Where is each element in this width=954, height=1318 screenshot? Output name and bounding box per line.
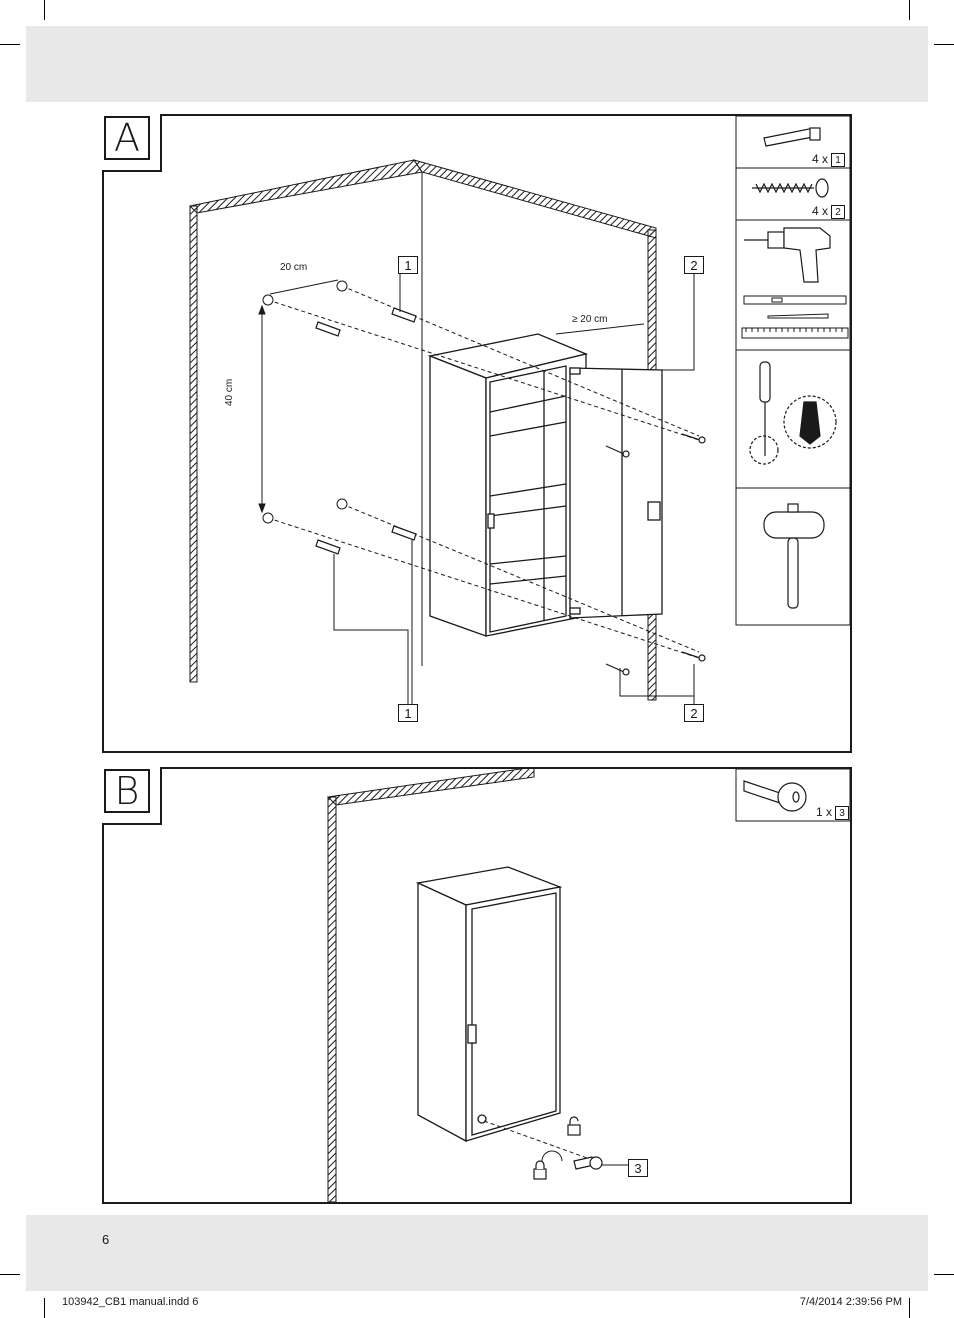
footer-file: 103942_CB1 manual.indd 6 [62,1296,199,1308]
padlock-icons [533,1116,581,1180]
cabinet [427,333,663,637]
crop-mark [934,1274,954,1275]
pencil-icon [767,313,829,319]
screwdriver-icon [749,361,837,465]
dimension-lines [258,279,645,514]
callout-1-top: 1 [398,256,418,274]
page-number: 6 [102,1232,110,1247]
crop-mark [0,1274,20,1275]
dimension-vertical: 40 cm [224,378,235,406]
part-qty-text: 4 x [812,152,829,166]
drill-holes [262,280,348,524]
drill-icon [744,227,831,283]
hammer-icon [763,503,825,609]
wall-left [188,159,423,683]
key-icon [573,1156,603,1170]
wall-plug-icon [763,127,821,147]
spirit-level-icon [743,295,847,305]
wall-plugs [315,307,417,555]
key-lines [483,1120,628,1166]
crop-mark [44,0,45,20]
callout-2-bottom: 2 [684,704,704,722]
key-part-icon [743,780,807,812]
step-a-illustration [188,116,850,706]
step-b-label: B [104,769,150,813]
screw-icon [752,178,829,198]
dimension-horizontal: 20 cm [280,262,308,273]
cabinet-closed [415,866,563,1143]
ruler-icon [741,327,849,339]
crop-mark [909,0,910,20]
footer-band [26,1215,928,1291]
step-b-illustration [326,769,850,1202]
wall [326,769,535,1202]
screws [605,433,706,676]
part-qty-text: 1 x [816,805,833,819]
callout-1-bottom: 1 [398,704,418,722]
callout-3: 3 [628,1159,648,1177]
footer-timestamp: 7/4/2014 2:39:56 PM [799,1296,902,1308]
crop-mark [909,1298,910,1318]
part-qty-text: 4 x [812,204,829,218]
dimension-clearance: ≥ 20 cm [572,314,608,325]
crop-mark [934,44,954,45]
callout-2-top: 2 [684,256,704,274]
part-ref-box: 1 [831,152,846,167]
part-ref-box: 2 [831,204,846,219]
crop-mark [44,1298,45,1318]
crop-mark [0,44,20,45]
step-a-label: A [104,116,150,160]
part-ref-box: 3 [835,805,850,820]
header-band [26,26,928,102]
callout-leaders [333,265,695,706]
